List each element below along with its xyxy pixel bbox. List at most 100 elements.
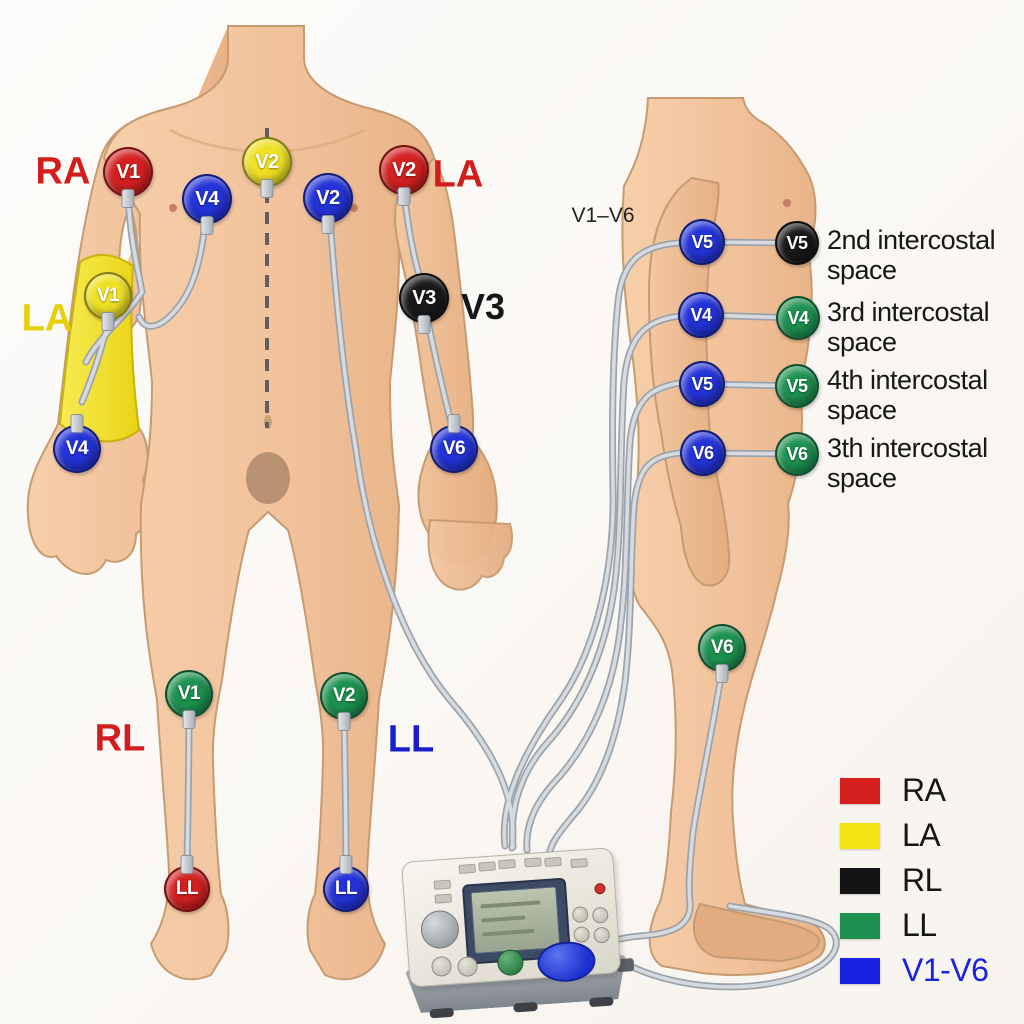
side-electrode-row2-marker: V4 — [776, 296, 820, 340]
start-button — [496, 948, 525, 977]
electrode-la-forearm: V1 — [84, 272, 132, 331]
lcd-display — [470, 886, 561, 955]
indicator-light — [594, 882, 606, 895]
electrode-right-knee: V1 — [165, 670, 213, 729]
electrode-label: V6 — [692, 442, 714, 463]
electrode-label: V2 — [332, 685, 356, 706]
electrode-label: V6 — [786, 443, 808, 464]
side-electrode-row4-marker: V6 — [775, 432, 819, 476]
electrode-v3-elbow: V3 — [399, 273, 449, 334]
annotation-line: 4th intercostal — [827, 365, 988, 395]
label-ll: LL — [387, 718, 435, 761]
annotation-3rd-intercostal: 3rd intercostal space — [827, 297, 990, 357]
electrode-sternum-yellow: V2 — [242, 137, 292, 198]
color-legend: RA LA RL LL V1-V6 — [840, 768, 989, 993]
electrode-label: V1 — [177, 683, 201, 704]
label-v3: V3 — [460, 286, 506, 327]
electrode-label: V5 — [691, 231, 713, 252]
electrode-right-wrist: V4 — [53, 414, 101, 473]
electrode-left-ankle: LL — [323, 855, 369, 912]
electrode-label: V1 — [116, 160, 140, 183]
legend-swatch-v1v6 — [840, 957, 880, 984]
panel-key — [498, 859, 516, 870]
panel-button — [430, 955, 453, 978]
annotation-2nd-intercostal: 2nd intercostal space — [827, 225, 996, 285]
side-electrode-row4-body: V6 — [680, 430, 726, 476]
electrode-label: V5 — [786, 232, 808, 253]
side-electrode-row1-body: V5 — [679, 219, 725, 265]
panel-button — [456, 955, 479, 978]
electrode-label: V4 — [65, 438, 89, 459]
legend-row-ll: LL — [840, 903, 988, 948]
label-v1-v6-header: V1–V6 — [571, 204, 635, 227]
panel-key — [570, 857, 588, 869]
electrode-label: V2 — [316, 186, 340, 209]
electrode-left-wrist: V6 — [430, 414, 478, 473]
annotation-4th-intercostal: 4th intercostal space — [827, 365, 988, 425]
legend-label-rl: RL — [902, 862, 942, 898]
legend-label-la: LA — [902, 817, 941, 853]
control-knob — [419, 909, 461, 950]
side-electrode-row1-marker: V5 — [775, 221, 819, 265]
side-electrode-thigh: V6 — [698, 624, 746, 683]
legend-swatch-ll — [840, 912, 880, 939]
device-foot — [589, 996, 614, 1008]
panel-key — [434, 893, 453, 904]
annotation-line: 3rd intercostal — [827, 297, 990, 327]
panel-key — [544, 856, 562, 867]
legend-swatch-la — [840, 822, 880, 849]
panel-button — [591, 906, 609, 924]
electrode-label: V4 — [690, 304, 712, 325]
annotation-line: space — [827, 327, 897, 357]
electrode-label: V2 — [392, 158, 416, 181]
electrode-label: LL — [175, 878, 199, 899]
device-top-panel — [401, 847, 622, 988]
electrode-la-shoulder: V2 — [379, 145, 429, 206]
electrode-v4-chest: V4 — [182, 174, 232, 235]
electrode-label: V5 — [786, 375, 808, 396]
electrode-label: V6 — [710, 637, 734, 658]
panel-key — [524, 857, 542, 868]
electrode-v2-chest: V2 — [303, 173, 353, 234]
annotation-line: 2nd intercostal — [827, 225, 996, 255]
electrode-label: V3 — [412, 286, 436, 309]
panel-key — [433, 879, 452, 890]
legend-row-la: LA — [840, 813, 988, 858]
legend-label-v1v6: V1-V6 — [902, 952, 989, 988]
side-electrode-row3-body: V5 — [679, 361, 725, 407]
electrode-right-ankle: LL — [164, 855, 210, 912]
label-ra: RA — [35, 150, 91, 193]
electrode-label: V5 — [691, 373, 713, 394]
side-electrode-row3-marker: V5 — [775, 364, 819, 408]
legend-row-rl: RL — [840, 858, 988, 903]
panel-key — [478, 861, 496, 872]
device-foot — [429, 1007, 455, 1019]
side-electrode-row2-body: V4 — [678, 292, 724, 338]
electrode-label: LL — [334, 878, 358, 899]
legend-row-ra: RA — [840, 768, 988, 813]
electrode-label: V4 — [195, 187, 219, 210]
device-foot — [513, 1001, 538, 1013]
label-la: LA — [432, 153, 484, 196]
annotation-line: space — [827, 463, 897, 493]
panel-button — [593, 926, 611, 944]
annotation-5th-intercostal: 3th intercostal space — [827, 433, 988, 493]
electrode-left-knee: V2 — [320, 672, 368, 731]
annotation-line: space — [827, 255, 897, 285]
electrode-label: V6 — [442, 438, 466, 459]
label-la-arm: LA — [21, 297, 73, 340]
panel-button — [573, 926, 591, 944]
legend-row-v1v6: V1-V6 — [840, 948, 989, 993]
electrode-label: V2 — [255, 150, 279, 173]
panel-key — [458, 863, 477, 874]
electrode-label: V1 — [96, 285, 120, 306]
electrode-ra-shoulder: V1 — [103, 147, 153, 208]
legend-label-ra: RA — [902, 772, 946, 808]
ecg-monitor-device — [392, 834, 643, 1022]
legend-label-ll: LL — [902, 907, 937, 943]
panel-button — [571, 906, 589, 924]
label-rl: RL — [94, 717, 146, 760]
electrode-label: V4 — [787, 307, 809, 328]
annotation-line: 3th intercostal — [827, 433, 988, 463]
